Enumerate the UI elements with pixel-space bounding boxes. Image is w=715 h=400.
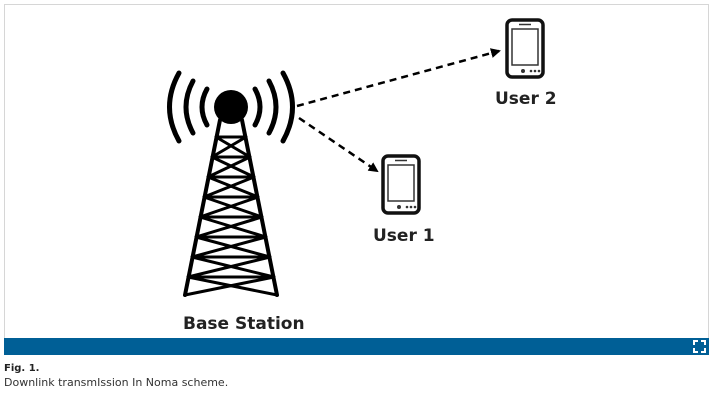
figure-label: Fig. 1. (4, 363, 40, 374)
arrow-to-user-1 (298, 116, 379, 173)
arrow-to-user-2 (296, 48, 501, 108)
user-1-label: User 1 (373, 226, 435, 246)
user-2-phone-icon (505, 18, 545, 79)
expand-icon[interactable] (693, 340, 706, 353)
base-station-label: Base Station (183, 314, 305, 334)
diagram-canvas (167, 18, 545, 297)
user-2-label: User 2 (495, 89, 557, 109)
figure-toolbar (4, 338, 709, 355)
figure-caption: Downlink transmIssion In Noma scheme. (4, 376, 229, 389)
user-1-phone-icon (381, 154, 421, 215)
base-station-tower-icon (183, 90, 279, 297)
figure-image: User 2 User 1 Base Station (4, 4, 709, 338)
radio-waves-icon (167, 70, 295, 144)
